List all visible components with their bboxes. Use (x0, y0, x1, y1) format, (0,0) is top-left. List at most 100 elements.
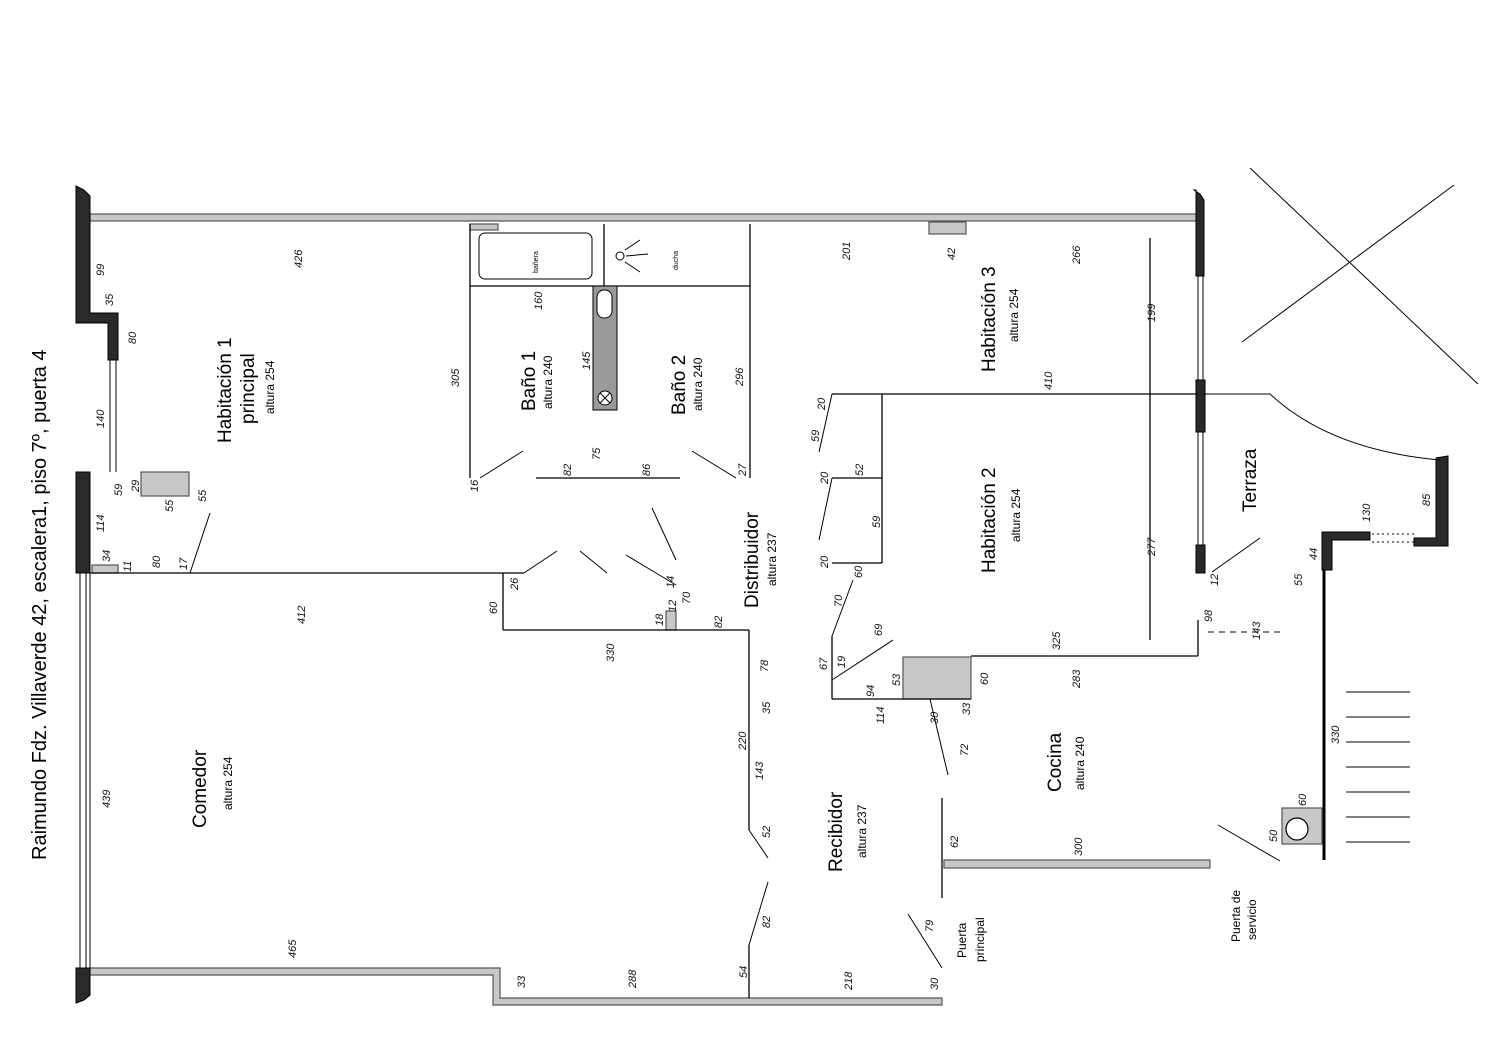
dimension-label: 55 (1293, 573, 1305, 586)
dimension-label: 26 (509, 577, 521, 591)
dimension-label: 35 (104, 293, 116, 306)
dimension-label: 67 (818, 657, 830, 670)
dimension-label: 140 (95, 409, 107, 428)
room-recibidor-label: Recibidor (826, 791, 847, 872)
dimension-label: 33 (516, 975, 528, 988)
dimension-label: 78 (759, 659, 771, 672)
dimension-label: 52 (761, 826, 773, 838)
dimension-label: 72 (959, 744, 971, 756)
shower-fixture: ducha (615, 239, 680, 273)
dimension-label: 69 (873, 624, 885, 636)
room-distribuidor-label: Distribuidor (742, 511, 763, 608)
room-bano-2-height: altura 240 (691, 357, 705, 411)
dimension-label: 86 (641, 463, 653, 476)
room-habitacion-2-height: altura 254 (1009, 488, 1023, 542)
dimension-label: 14 (665, 576, 677, 588)
dimension-label: 50 (1268, 829, 1280, 842)
dimension-label: 99 (95, 264, 107, 276)
room-habitacion-1-sublabel: principal (238, 353, 259, 424)
dimension-label: 82 (761, 916, 773, 928)
dimension-label: 143 (754, 761, 766, 780)
dimension-label: 59 (113, 484, 125, 496)
plan-title: Raimundo Fdz. Villaverde 42, escalera1, … (29, 349, 51, 860)
dimension-label: 44 (1308, 548, 1320, 560)
dimension-label: 410 (1043, 371, 1055, 390)
dimension-label: 85 (1421, 493, 1433, 506)
dimension-label: 283 (1071, 669, 1083, 689)
room-habitacion-3-height: altura 254 (1007, 288, 1021, 342)
dimension-label: 19 (836, 656, 848, 668)
dimension-label: 143 (1251, 621, 1263, 640)
wall-blocks (91, 221, 1323, 869)
dimension-label: 20 (816, 397, 828, 411)
room-distribuidor-height: altura 237 (765, 532, 779, 586)
dimension-label: 199 (1146, 304, 1158, 322)
dimension-label: 330 (1330, 725, 1342, 744)
room-cocina-height: altura 240 (1073, 736, 1087, 790)
main-door-label: Puerta (955, 922, 969, 958)
cross-lines (1241, 167, 1479, 385)
room-bano-1-height: altura 240 (541, 355, 555, 409)
dimension-label: 30 (929, 977, 941, 990)
left-facade-upper (75, 185, 119, 361)
dimension-label: 114 (95, 514, 107, 532)
dimension-label: 60 (488, 601, 500, 614)
washbasin-fixture (592, 285, 618, 411)
dimension-label: 11 (122, 561, 134, 572)
dimension-label: 300 (1073, 837, 1085, 856)
dimension-label: 12 (1209, 574, 1221, 586)
dimension-label: 75 (591, 447, 603, 460)
dimension-label: 160 (533, 291, 545, 310)
dimension-label: 60 (1297, 793, 1309, 806)
dimension-label: 70 (833, 594, 845, 607)
dimension-label: 82 (713, 616, 725, 628)
dimension-label: 60 (979, 672, 991, 685)
dimension-label: 277 (1146, 537, 1158, 557)
dimension-label: 34 (101, 550, 113, 562)
room-comedor-label: Comedor (190, 749, 211, 828)
dimension-label: 27 (737, 463, 749, 477)
dimension-label: 80 (151, 555, 163, 568)
dimension-label: 52 (854, 464, 866, 476)
dimension-label: 59 (871, 516, 883, 528)
exterior-walls (75, 185, 1449, 1006)
dimension-label: 201 (841, 242, 853, 261)
dimension-label: 130 (1361, 503, 1373, 522)
dimension-label: 288 (627, 969, 639, 989)
dimension-label: 18 (654, 613, 666, 626)
dimension-label: 16 (469, 479, 481, 492)
room-habitacion-3-label: Habitación 3 (979, 266, 1000, 372)
room-terraza-label: Terraza (1240, 448, 1261, 512)
dimension-label: 60 (853, 565, 865, 578)
dimension-label: 325 (1051, 631, 1063, 650)
dimension-label: 94 (865, 685, 877, 697)
dimension-labels: 99 35 80 140 426 305 160 145 75 82 86 16… (95, 242, 1433, 991)
main-door-sublabel: principal (973, 917, 987, 962)
bathtub-label: bañera (533, 251, 540, 273)
dimension-label: 42 (946, 248, 958, 260)
dimension-label: 439 (101, 790, 113, 808)
room-recibidor-height: altura 237 (855, 804, 869, 858)
dimension-label: 114 (875, 706, 887, 724)
dimension-label: 29 (130, 480, 142, 493)
dimension-label: 12 (667, 600, 679, 612)
room-cocina-label: Cocina (1045, 732, 1066, 792)
dimension-label: 305 (450, 368, 462, 387)
dimension-label: 55 (197, 489, 209, 502)
dimension-label: 20 (819, 471, 831, 485)
dimension-label: 17 (178, 557, 190, 570)
room-bano-2-label: Baño 2 (669, 355, 690, 415)
room-comedor-height: altura 254 (221, 756, 235, 810)
dimension-label: 82 (562, 464, 574, 476)
dimension-label: 296 (734, 367, 746, 387)
service-door-sublabel: servicio (1245, 899, 1259, 940)
interior-walls (90, 224, 1199, 998)
room-habitacion-2-label: Habitación 2 (979, 467, 1000, 573)
dimension-label: 220 (737, 731, 749, 751)
service-door-label: Puerta de (1229, 890, 1243, 942)
dimension-label: 62 (949, 836, 961, 848)
door-swings (189, 393, 1441, 969)
room-habitacion-1-height: altura 254 (263, 360, 277, 414)
dimension-label: 35 (761, 701, 773, 714)
